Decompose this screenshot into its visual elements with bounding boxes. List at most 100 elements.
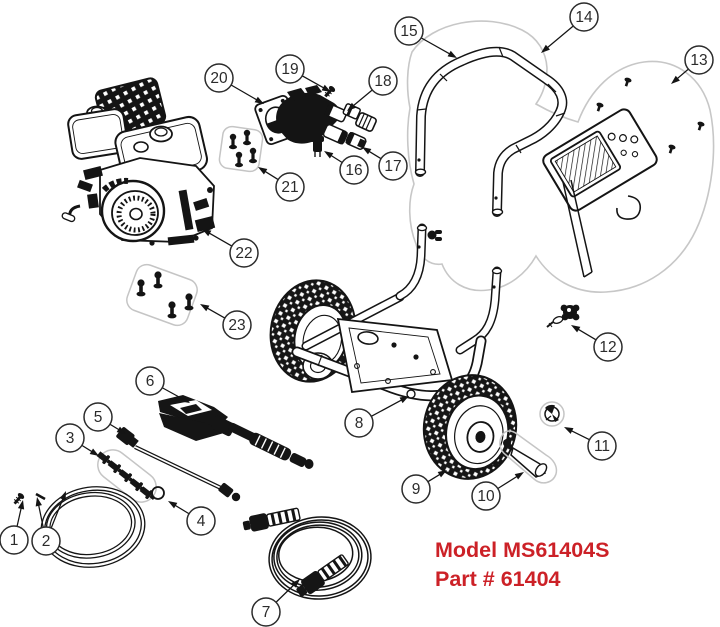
callout-9: 9 — [401, 470, 447, 504]
push-nut — [539, 401, 565, 427]
handle-knob — [427, 230, 442, 241]
leader-arrowhead — [541, 44, 550, 53]
fuel-tank-small — [67, 105, 129, 160]
callout-number: 3 — [66, 430, 75, 447]
part-coupler-18 — [342, 103, 377, 132]
callout-number: 11 — [594, 438, 610, 455]
callout-number: 15 — [400, 23, 417, 40]
callout-3: 3 — [55, 423, 99, 456]
callout-number: 2 — [42, 533, 51, 550]
model-label: Model MS61404S — [435, 538, 609, 562]
callout-18: 18 — [347, 66, 398, 111]
callout-8: 8 — [344, 396, 409, 438]
callout-13: 13 — [671, 45, 714, 84]
callout-circle — [569, 2, 599, 32]
leader-arrowhead — [59, 491, 66, 501]
cart-frame — [269, 223, 503, 402]
callout-number: 19 — [281, 61, 298, 78]
leader-arrowhead — [258, 167, 268, 175]
leader-arrowhead — [514, 472, 524, 480]
leader-arrowhead — [347, 102, 356, 111]
pump-outlet-top — [324, 103, 348, 123]
callout-number: 13 — [690, 52, 707, 69]
callout-11: 11 — [564, 427, 617, 461]
leader-arrowhead — [202, 229, 212, 237]
leader-arrowhead — [116, 426, 126, 434]
callout-4: 4 — [168, 501, 216, 536]
callout-circle — [31, 526, 61, 556]
callout-number: 17 — [384, 158, 401, 175]
callout-circle — [394, 16, 424, 46]
recoil-handle — [61, 212, 76, 223]
callout-number: 23 — [228, 317, 245, 334]
callout-circle — [587, 431, 617, 461]
callout-circle — [251, 597, 281, 627]
callout-number: 8 — [355, 415, 364, 432]
callout-22: 22 — [202, 229, 259, 268]
callout-circle — [275, 54, 305, 84]
callout-6: 6 — [135, 366, 190, 403]
panel-leg — [562, 179, 593, 278]
leader-arrowhead — [447, 50, 457, 58]
wheel — [422, 374, 518, 480]
callout-10: 10 — [471, 472, 524, 511]
callout-circle — [83, 402, 113, 432]
callout-21: 21 — [258, 167, 305, 202]
callout-number: 16 — [345, 162, 362, 179]
leader-arrowhead — [671, 75, 680, 84]
callout-16: 16 — [324, 151, 369, 185]
support-leg — [499, 430, 558, 484]
callout-number: 22 — [235, 245, 252, 262]
callout-5: 5 — [83, 402, 126, 434]
callout-circle — [275, 172, 305, 202]
callout-19: 19 — [275, 54, 331, 92]
part-fitting-17 — [345, 131, 367, 150]
callout-23: 23 — [200, 304, 252, 340]
lance — [116, 427, 241, 502]
pressure-hose — [242, 507, 372, 600]
siphon-tube-end — [35, 492, 46, 501]
leader-arrowhead — [35, 497, 42, 507]
leader-arrowhead — [324, 151, 334, 159]
leader-arrowhead — [168, 501, 178, 509]
callout-7: 7 — [251, 579, 300, 627]
bolt-plate-23 — [126, 263, 198, 327]
part-screw-19 — [324, 86, 336, 98]
callout-circle — [368, 66, 398, 96]
knob — [546, 304, 580, 328]
leader-arrowhead — [291, 579, 300, 588]
pump-outlet-bottom — [322, 123, 348, 145]
callout-number: 20 — [210, 70, 228, 87]
leader-arrowhead — [571, 325, 581, 333]
leader-arrowhead — [321, 84, 331, 92]
callout-number: 12 — [599, 339, 616, 356]
leader-arrowhead — [200, 304, 210, 312]
grip-separators — [416, 46, 566, 154]
callout-circle — [684, 45, 714, 75]
callout-number: 18 — [374, 73, 391, 90]
callout-circle — [378, 151, 408, 181]
callout-number: 14 — [575, 9, 593, 26]
callout-2: 2 — [31, 491, 66, 556]
callout-circle — [0, 525, 29, 555]
nozzle-set — [96, 449, 157, 503]
handle-assembly — [414, 46, 568, 217]
callout-circle — [135, 366, 165, 396]
pump-assembly — [254, 85, 348, 146]
callout-circle — [344, 408, 374, 438]
leader-arrowhead — [564, 427, 574, 434]
callout-circle — [229, 238, 259, 268]
callout-circle — [186, 506, 216, 536]
part-plug-16 — [311, 136, 324, 157]
callout-circle — [55, 423, 85, 453]
engine-side-details — [149, 187, 216, 246]
callout-15: 15 — [394, 16, 457, 58]
control-panel — [542, 77, 705, 278]
callout-number: 1 — [10, 532, 19, 549]
callout-circle — [204, 63, 234, 93]
callout-number: 10 — [477, 488, 495, 505]
screw — [13, 493, 25, 505]
